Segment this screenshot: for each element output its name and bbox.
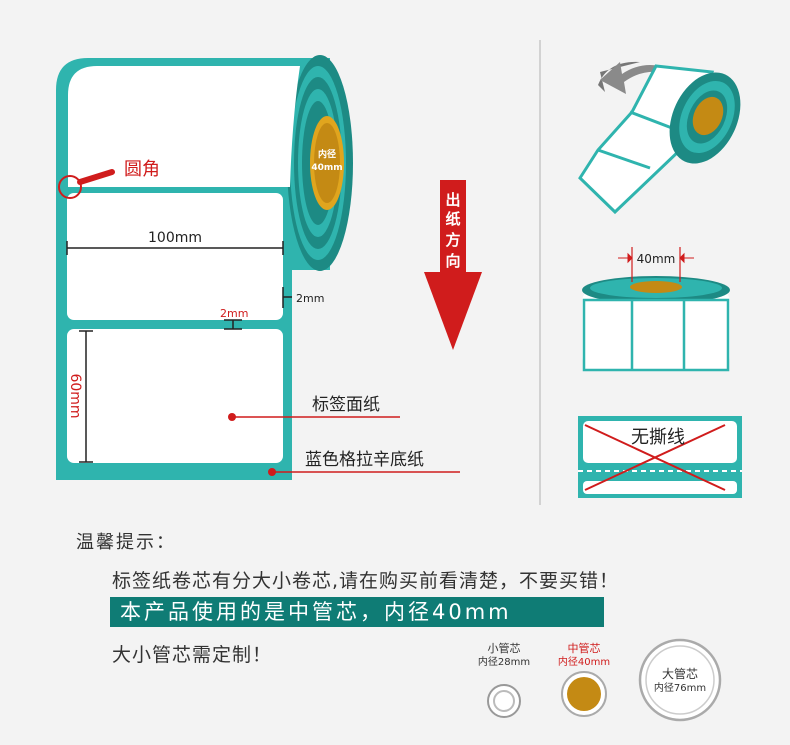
- width-callout: 100mm: [148, 230, 202, 246]
- core-large-name: 大管芯: [662, 666, 698, 681]
- direction-char-4: 向: [445, 252, 460, 270]
- rounded-corner-callout: 圆角: [124, 159, 160, 180]
- side-core-label: 40mm: [637, 252, 676, 266]
- label-top: [68, 66, 300, 187]
- tips-line-1: 标签纸卷芯有分大小卷芯,请在购买前看清楚，不要买错！: [112, 570, 620, 592]
- no-tear-line-illustration: 无撕线: [578, 416, 742, 498]
- main-label-roll: 内径 40mm 圆角 100mm 2mm 2mm 60mm 标签面纸: [56, 55, 460, 480]
- direction-char-3: 方: [445, 231, 460, 249]
- tips-line-3: 大小管芯需定制！: [112, 644, 273, 666]
- height-callout: 60mm: [67, 373, 83, 418]
- core-medium-name: 中管芯: [568, 641, 601, 655]
- core-medium-dia: 内径40mm: [558, 655, 610, 668]
- tips-heading: 温馨提示：: [76, 532, 176, 553]
- core-large-dia: 内径76mm: [654, 681, 706, 694]
- rounded-corner-marker: [58, 175, 82, 199]
- inner-dia-label-2: 40mm: [311, 163, 342, 173]
- gap-callout-bottom: 2mm: [220, 307, 248, 320]
- label-middle: [67, 193, 283, 320]
- inner-dia-label-1: 内径: [318, 148, 336, 160]
- no-tear-label: 无撕线: [631, 427, 685, 448]
- core-comparison: 小管芯 内径28mm 中管芯 内径40mm 大管芯 内径76mm: [478, 638, 722, 722]
- side-core: [630, 281, 682, 293]
- perspective-core: [692, 96, 724, 136]
- gap-callout-right: 2mm: [296, 292, 324, 305]
- face-paper-callout: 标签面纸: [312, 395, 380, 415]
- label-bottom: [67, 329, 283, 463]
- core-small-dia: 内径28mm: [478, 655, 530, 668]
- backing-paper-callout: 蓝色格拉辛底纸: [305, 450, 424, 470]
- direction-char-2: 纸: [445, 210, 460, 228]
- paper-direction-arrow: 出 纸 方 向: [424, 180, 482, 350]
- side-view-roll: 40mm: [582, 247, 730, 372]
- core-small-name: 小管芯: [488, 641, 521, 655]
- direction-char-1: 出: [445, 191, 460, 209]
- rotate-arrow-icon: [598, 61, 640, 92]
- tips-highlight: 本产品使用的是中管芯，内径40mm: [110, 597, 604, 627]
- perspective-roll: [578, 61, 741, 215]
